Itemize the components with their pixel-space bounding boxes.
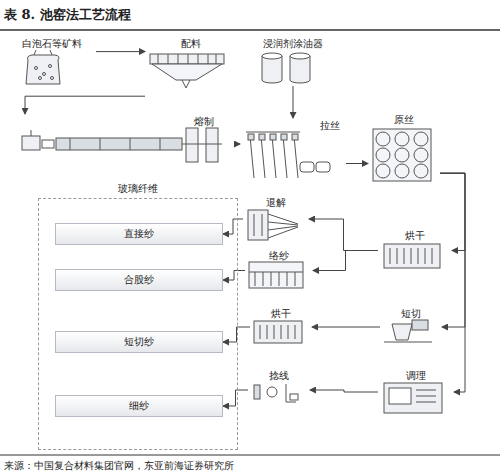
flow-arrow: [312, 327, 380, 328]
source-caption: 来源：中国复合材料集团官网，东亚前海证券研究所: [4, 459, 234, 473]
flow-arrow: [96, 51, 145, 52]
furnace: [22, 128, 222, 162]
flow-arrow: [440, 173, 465, 327]
step-label: 烘干: [378, 228, 452, 242]
flow-arrow: [223, 327, 250, 342]
process-step: 退解: [243, 195, 309, 243]
flow-arrow: [310, 390, 378, 392]
process-step: 烘干: [378, 228, 452, 273]
dryer: [254, 321, 302, 343]
fiber-drawing: [246, 132, 330, 178]
product-group: 玻璃纤维直接纱合股纱短切纱细纱: [38, 198, 238, 450]
step-label: 配料: [145, 36, 236, 50]
step-label: 白泡石等矿料: [8, 36, 96, 50]
product-box: 合股纱: [55, 269, 223, 291]
rule: [0, 29, 500, 31]
process-step: 配料: [145, 36, 236, 100]
process-step: 浸润剂涂油器: [250, 36, 336, 86]
step-label: 原丝: [368, 112, 440, 126]
group-heading: 玻璃纤维: [39, 183, 237, 195]
flow-arrow: [309, 219, 378, 251]
process-step: 捻线: [248, 368, 310, 412]
flow-arrow: [236, 144, 240, 145]
process-step: 调理: [378, 368, 454, 416]
flow-arrow: [223, 219, 243, 234]
process-step: 原丝: [368, 112, 440, 184]
figure-title: 表 8. 池窑法工艺流程: [4, 6, 131, 24]
flow-arrow: [223, 271, 245, 281]
flow-arrow: [313, 251, 378, 271]
flow-arrow: [440, 173, 465, 250]
flow-arrow: [440, 173, 465, 392]
sizing-tanks: [262, 53, 310, 83]
step-label: 捻线: [248, 368, 310, 382]
flow-arrow: [25, 96, 145, 114]
flow-arrow: [223, 390, 248, 406]
conditioning-cabinet: [384, 383, 442, 413]
ore-bag: [26, 50, 60, 84]
step-label: 细纱: [129, 400, 149, 412]
process-step: 拉丝: [240, 118, 346, 183]
process-step: 短切: [380, 306, 442, 348]
process-step: 烘干: [250, 306, 312, 348]
step-label: 合股纱: [124, 274, 154, 286]
step-label: 烘干: [250, 306, 312, 320]
process-step: 络纱: [245, 248, 313, 293]
dryer: [384, 244, 440, 268]
process-step: 熔制: [15, 114, 236, 164]
step-label: 调理: [378, 368, 454, 382]
product-box: 直接纱: [55, 223, 223, 245]
rule: [0, 455, 500, 456]
step-label: 短切纱: [124, 336, 154, 348]
step-label: 浸润剂涂油器: [250, 36, 336, 50]
winding-frame: [249, 262, 303, 288]
unwinding-creel: [248, 210, 298, 240]
product-box: 细纱: [55, 395, 223, 417]
step-label: 络纱: [245, 248, 313, 262]
chopper: [384, 320, 432, 342]
process-step: 白泡石等矿料: [8, 36, 96, 88]
twisting-parts: [254, 384, 298, 402]
step-label: 退解: [243, 195, 309, 209]
flow-arrow: [293, 86, 294, 118]
step-label: 拉丝: [240, 118, 346, 132]
product-box: 短切纱: [55, 331, 223, 353]
step-label: 熔制: [15, 114, 236, 128]
strand-cakes: [373, 129, 431, 181]
step-label: 直接纱: [124, 228, 154, 240]
step-label: 短切: [380, 306, 442, 320]
batching-hopper: [150, 54, 224, 88]
flow-arrow: [346, 163, 368, 164]
